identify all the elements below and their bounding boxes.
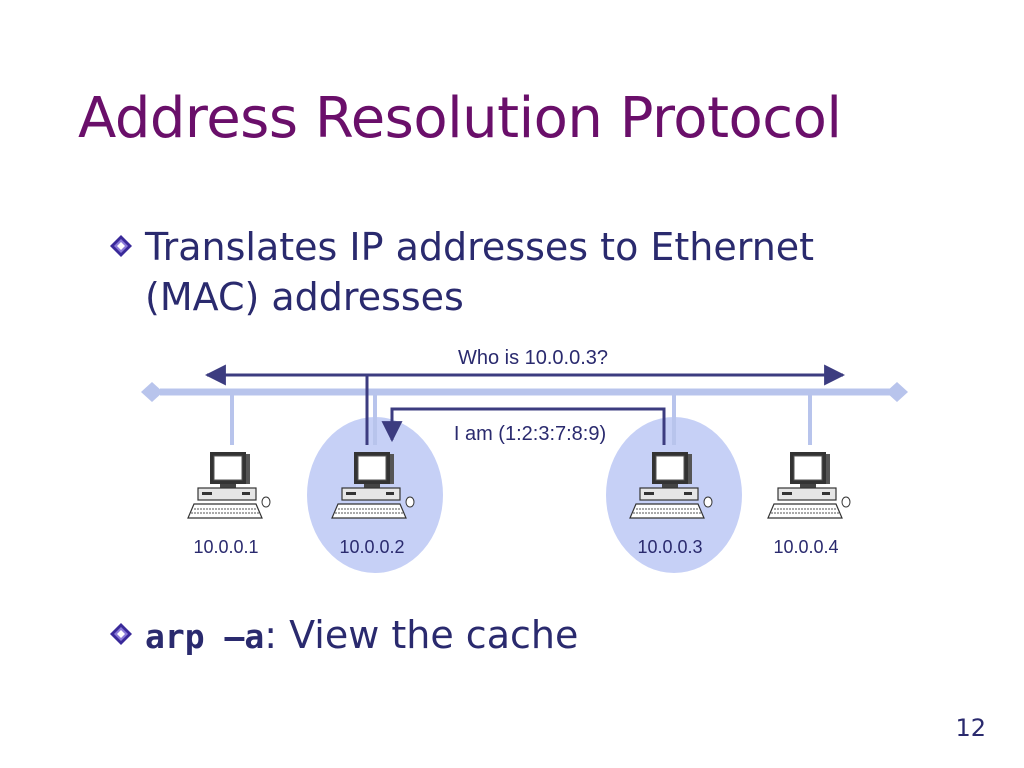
- arp-description: : View the cache: [264, 613, 579, 657]
- computer-icon-host-4: [767, 451, 851, 519]
- host-ip-label-3: 10.0.0.3: [637, 537, 702, 557]
- host-ip-label-4: 10.0.0.4: [773, 537, 838, 557]
- diamond-bullet-icon: [110, 235, 132, 257]
- slide-title: Address Resolution Protocol: [78, 86, 842, 151]
- bus-end-left: [141, 382, 163, 402]
- bullet-1-line-2: (MAC) addresses: [145, 275, 464, 319]
- bullet-item-2: arp –a: View the cache: [105, 610, 705, 670]
- host-ip-label-1: 10.0.0.1: [193, 537, 258, 557]
- page-number: 12: [955, 714, 986, 742]
- diamond-bullet-icon: [110, 623, 132, 645]
- arp-command: arp –a: [145, 617, 265, 656]
- host-ip-label-2: 10.0.0.2: [339, 537, 404, 557]
- bullet-1-line-1: Translates IP addresses to Ethernet: [145, 225, 815, 269]
- request-label: Who is 10.0.0.3?: [458, 347, 608, 369]
- bullet-item-1: Translates IP addresses to Ethernet (MAC…: [105, 222, 925, 332]
- reply-arrow: [381, 407, 666, 445]
- bus-end-right: [886, 382, 908, 402]
- reply-label: I am (1:2:3:7:8:9): [454, 423, 606, 445]
- computer-icon-host-1: [187, 451, 271, 519]
